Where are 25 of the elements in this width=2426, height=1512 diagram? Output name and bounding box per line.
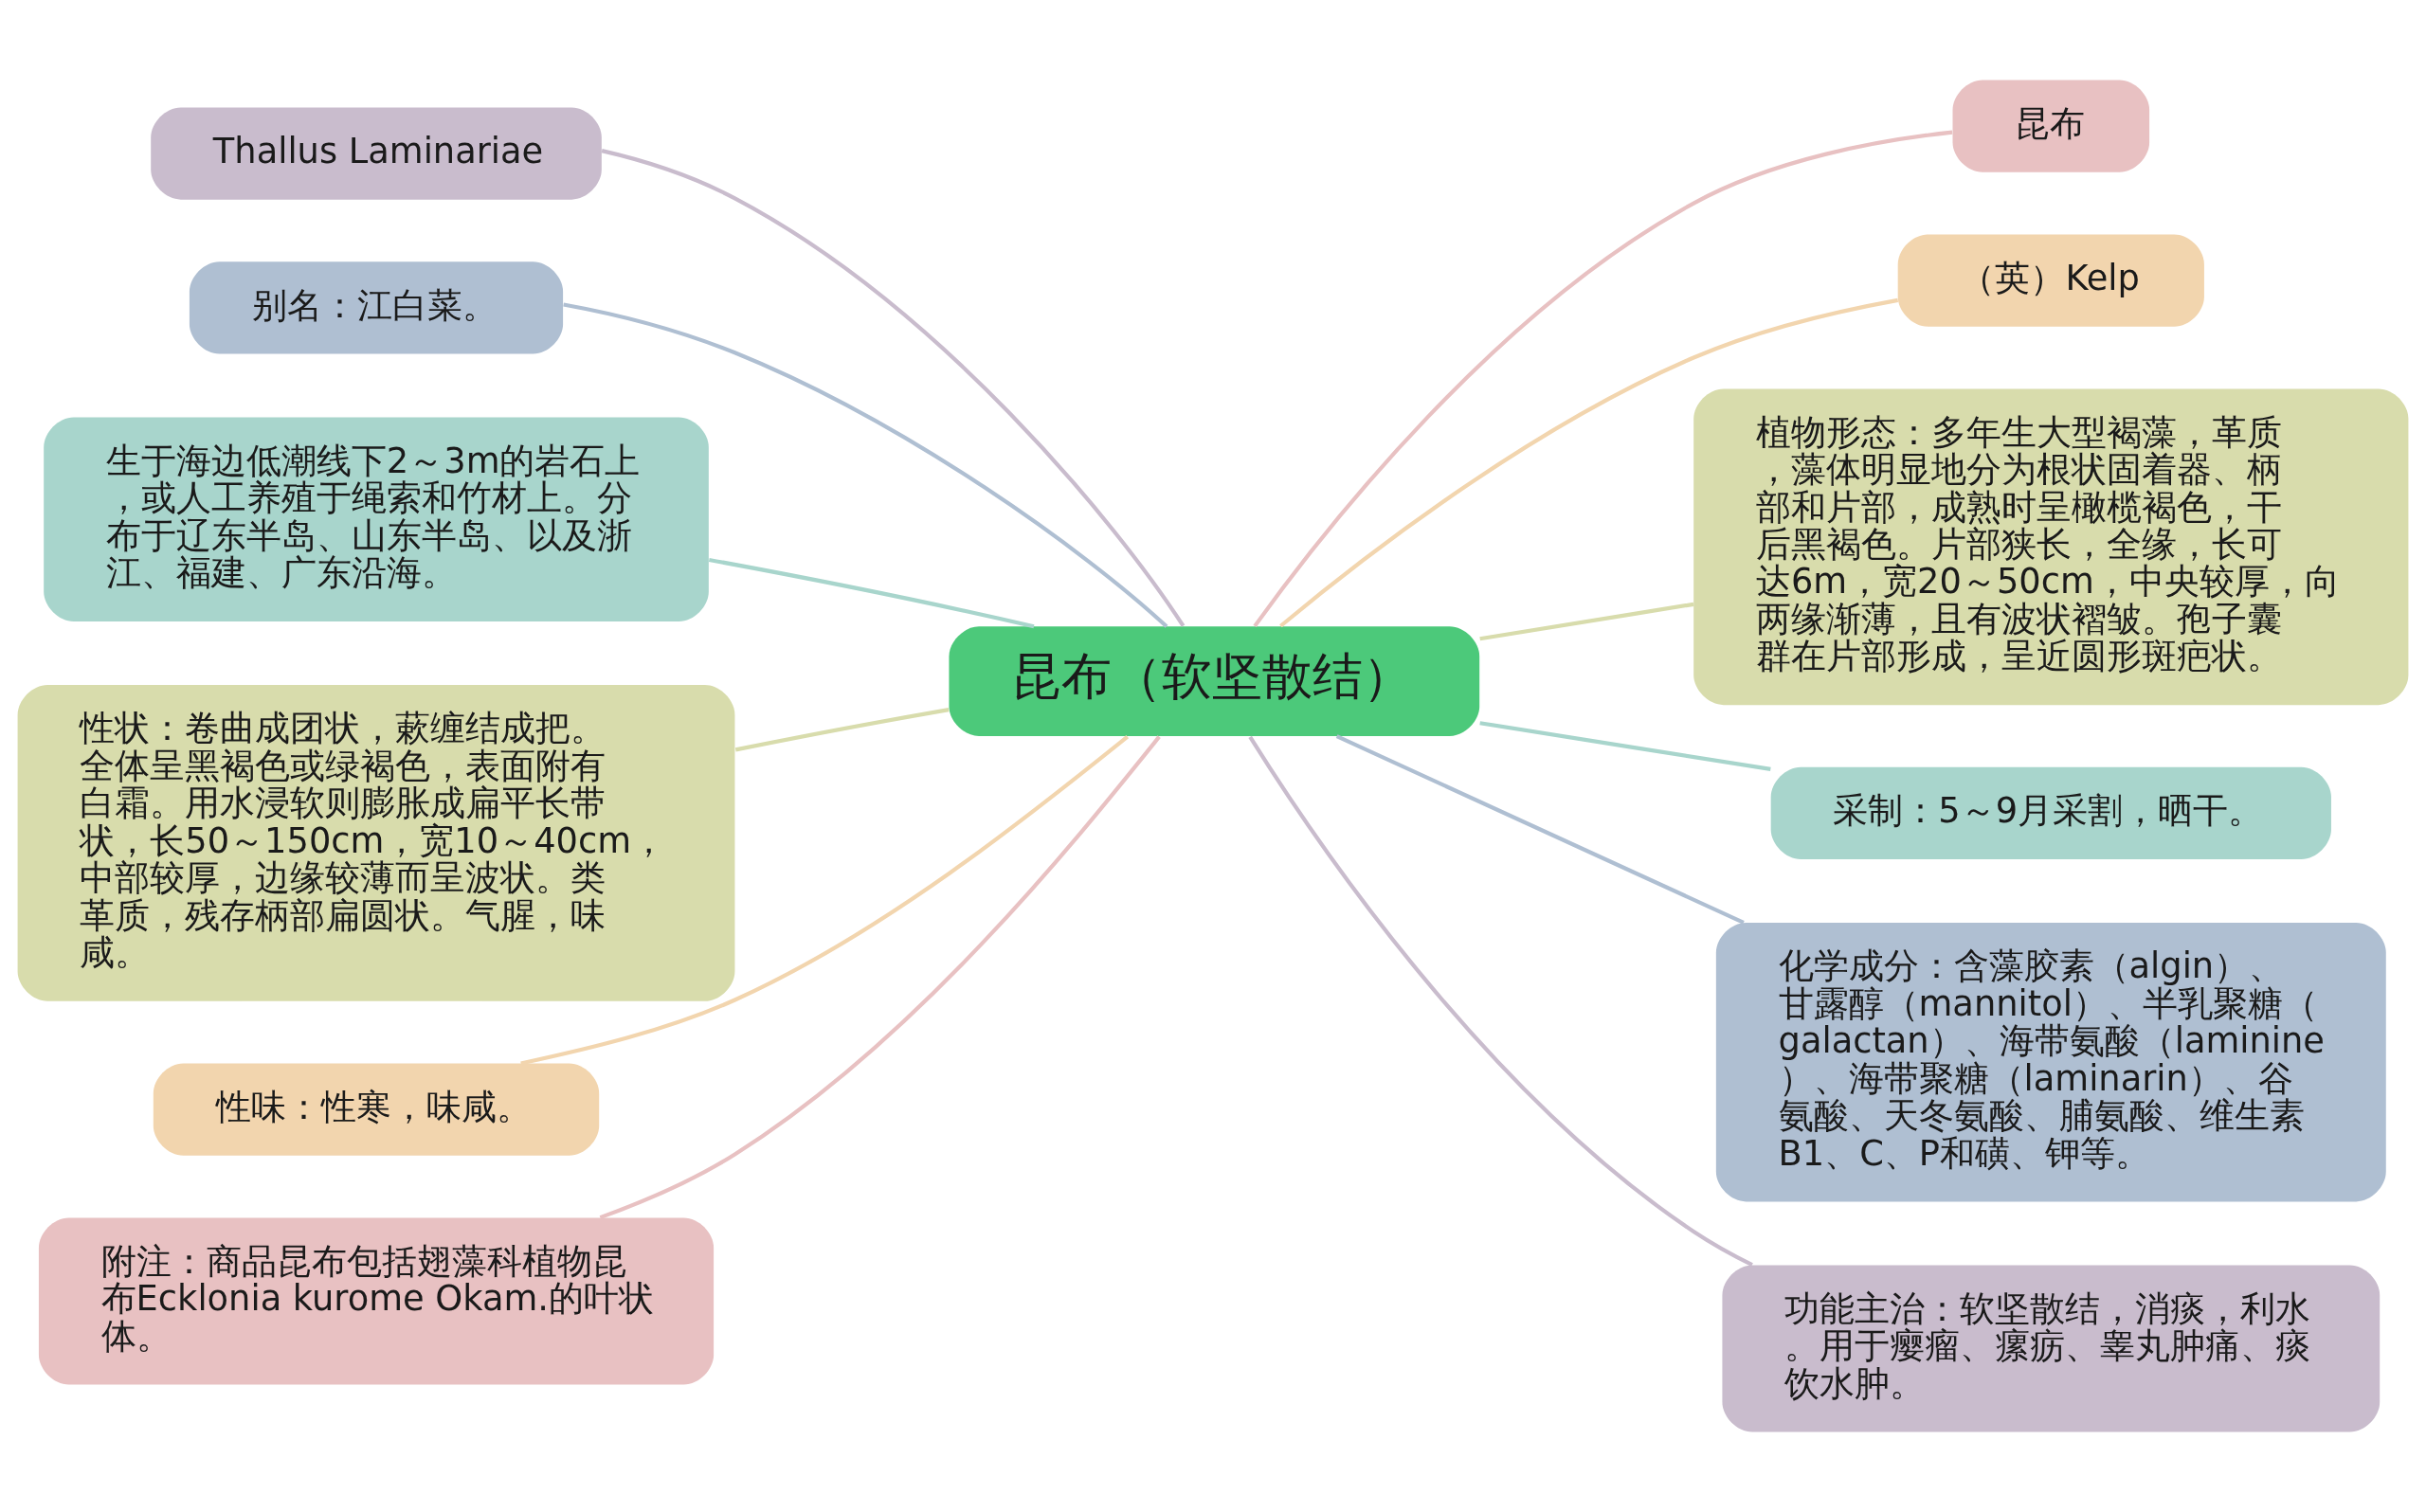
node-box: 别名：江白菜。 (189, 261, 564, 354)
connector (563, 302, 1168, 628)
connector (708, 557, 1035, 629)
connector (1479, 721, 1771, 771)
connector (1248, 735, 1753, 1267)
node-box: 附注：商品昆布包括翅藻科植物昆布Ecklonia kurome Okam.的叶状体。 (38, 1217, 715, 1385)
connector (1279, 297, 1899, 628)
connector (601, 149, 1186, 627)
node-box: 功能主治：软坚散结，消痰，利水。用于瘿瘤、瘰疬、睾丸肿痛、痰饮水肿。 (1722, 1265, 2381, 1432)
connector (1479, 602, 1694, 641)
node-box: 采制：5～9月采割，晒干。 (1770, 766, 2331, 860)
node-box: 性味：性寒，味咸。 (153, 1063, 600, 1156)
node-box: 植物形态：多年生大型褐藻，革质，藻体明显地分为根状固着器、柄部和片部，成熟时呈橄榄褐色，干后黑褐色。片部狭长，全缘，长可达6m，宽20～50cm，中央较厚，向两缘渐薄，且有波状褶皱。孢子囊群在片部形成，呈近圆形斑疤状。 (1693, 388, 2409, 706)
node-box: 性状：卷曲成团状，蔌缠结成把。全体呈黑褐色或绿褐色，表面附有白霜。用水浸软则膨胀成扁平长带状，长50～150cm，宽10～40cm，中部较厚，边缘较薄而呈波状。类革质，残存柄部扁圆状。气腥，味咸。 (17, 685, 735, 1001)
connector (1335, 734, 1745, 925)
node-box: Thallus Laminariae (151, 107, 602, 200)
node-box: 化学成分：含藻胶素（algin）、甘露醇（mannitol）、半乳聚糖（galactan）、海带氨酸（laminine）、海带聚糖（laminarin）、谷氨酸、天冬氨酸、脯氨酸、维生素B1、C、P和磺、钾等。 (1715, 923, 2386, 1202)
connector (1253, 130, 1953, 628)
connector (734, 708, 950, 752)
node-box: 昆布 (1952, 80, 2150, 172)
node-box: 昆布（软坚散结） (949, 626, 1480, 736)
node-box: 生于海边低潮线下2～3m的岩石上，或人工养殖于绳索和竹材上。分布于辽东半岛、山东半岛、以及浙江、福建、广东沿海。 (44, 417, 709, 622)
connector (599, 735, 1161, 1220)
connector (520, 734, 1130, 1066)
node-box: （英）Kelp (1897, 234, 2204, 327)
